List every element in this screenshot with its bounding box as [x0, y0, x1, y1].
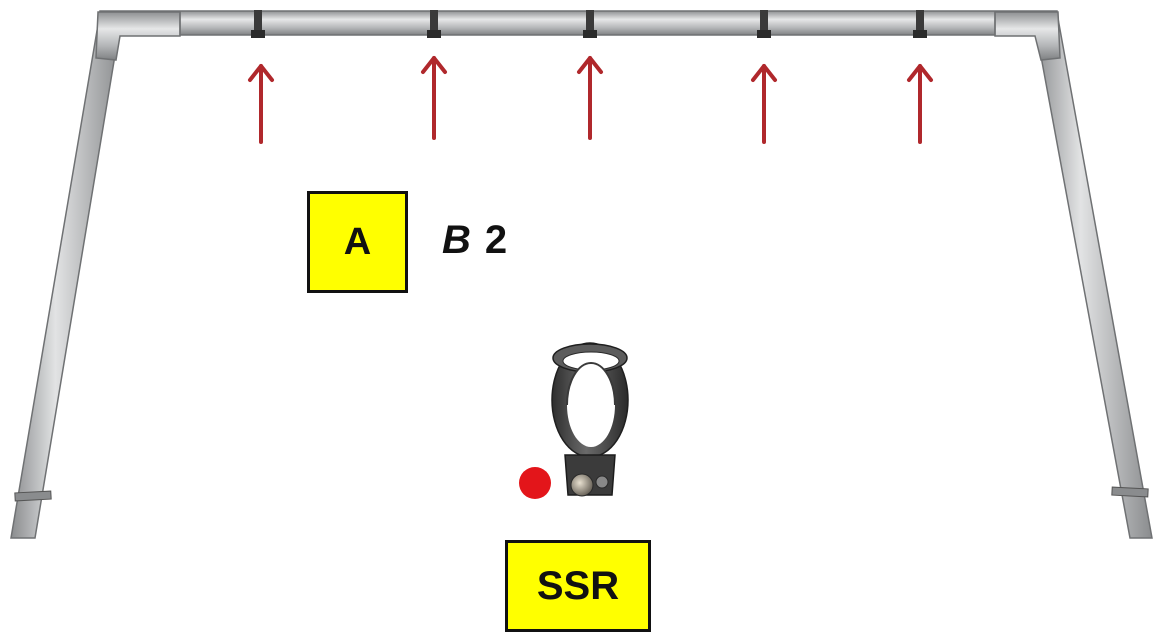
right-corner-joint	[994, 11, 1061, 61]
hanger-bracket	[251, 10, 265, 38]
quantity-value: 2	[484, 218, 508, 262]
up-arrow-icon	[421, 56, 447, 140]
part-code-text: A	[343, 220, 372, 263]
hanger-bracket	[913, 10, 927, 38]
up-arrow-icon	[751, 64, 777, 144]
hanger-bracket	[757, 10, 771, 38]
pipe-clamp-icon	[551, 342, 629, 497]
left-corner-joint	[95, 11, 181, 61]
up-arrow-icon	[248, 64, 274, 144]
hanger-bracket	[583, 10, 597, 38]
hanger-brackets	[251, 10, 927, 38]
left-leg-tube	[10, 12, 123, 539]
up-arrow-icon	[907, 64, 933, 144]
up-arrow-icon	[577, 56, 603, 140]
component-code-text: SSR	[536, 563, 620, 608]
red-dot-icon	[519, 467, 551, 499]
component-code-label: SSR	[505, 540, 651, 632]
quantity-letter: B	[442, 218, 471, 262]
clamp-bolt	[570, 473, 594, 497]
up-arrows	[248, 56, 933, 144]
hanger-bracket	[427, 10, 441, 38]
left-foot-band	[14, 490, 52, 502]
part-code-label: A	[307, 191, 408, 293]
right-leg-tube	[1032, 12, 1153, 539]
right-foot-band	[1111, 486, 1149, 498]
